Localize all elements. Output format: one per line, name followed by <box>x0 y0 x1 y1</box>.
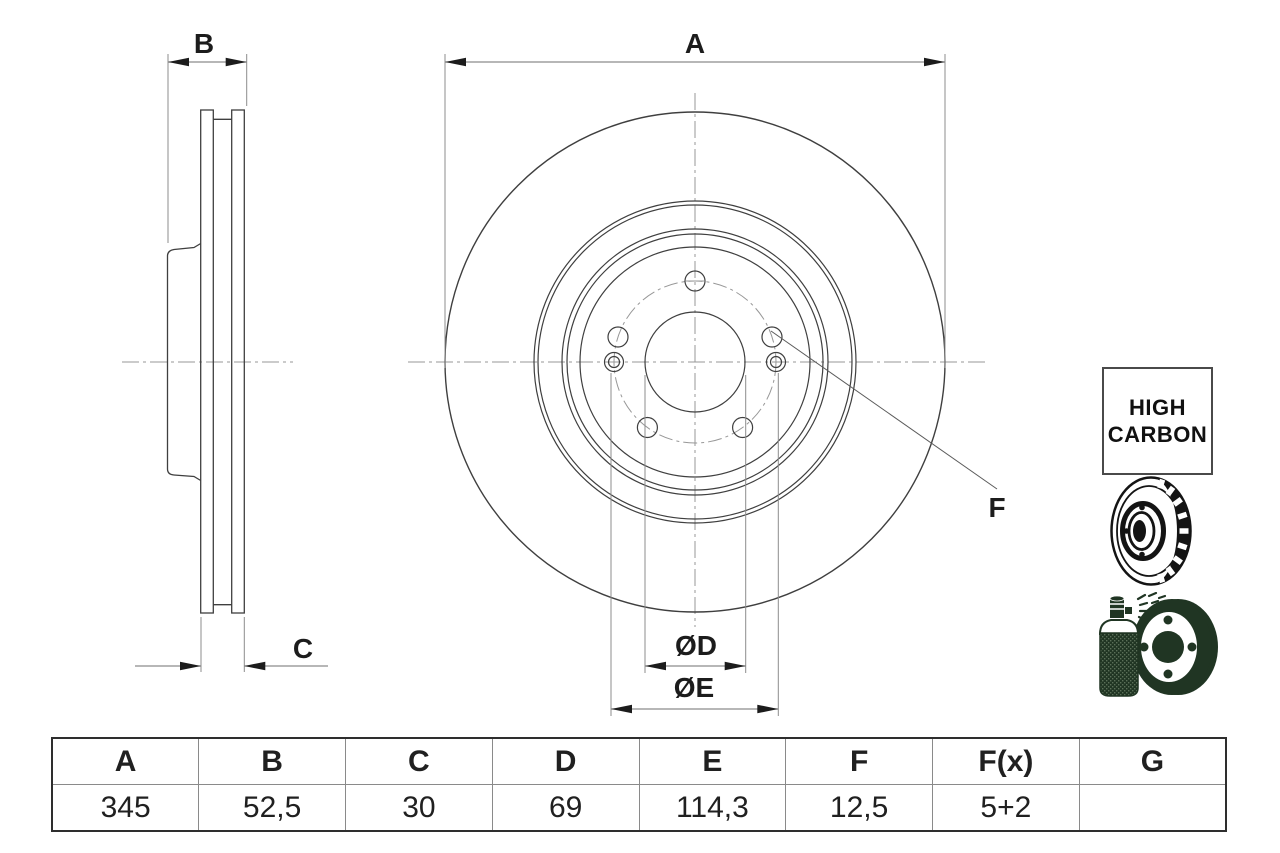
table-value-cell: 345 <box>51 784 200 832</box>
dimension-f-label: F <box>988 492 1005 523</box>
can-nozzle <box>1125 607 1132 614</box>
arrowhead-left <box>611 704 632 714</box>
screw-hole-right-outer <box>765 351 787 373</box>
hub-bolt-holes <box>1123 504 1145 558</box>
centerlines <box>122 93 985 627</box>
technical-drawing: A B C ØD <box>122 28 1006 716</box>
screw-hole-left-outer <box>603 351 625 373</box>
badge-line1: HIGH <box>1129 395 1186 420</box>
bolt-hole-top <box>684 270 706 292</box>
table-header-cell: F(x) <box>932 737 1080 785</box>
table-header-cell: A <box>51 737 200 785</box>
table-value-cell: 5+2 <box>932 784 1080 832</box>
high-carbon-badge: HIGH CARBON <box>1102 367 1213 475</box>
table-header-cell: C <box>345 737 493 785</box>
table-value-row: 345 52,5 30 69 114,3 12,5 5+2 <box>51 784 1227 832</box>
table-header-cell: G <box>1078 737 1227 785</box>
screw-hole-right-inner <box>769 355 783 369</box>
dimension-c: C <box>135 617 328 672</box>
vent-slots <box>1157 478 1189 584</box>
badge-line2: CARBON <box>1107 422 1208 447</box>
dimension-c-label: C <box>293 633 313 664</box>
bolt-hole-lower-right <box>731 416 754 439</box>
dimension-a: A <box>444 28 946 368</box>
friction-plate-outboard <box>200 109 214 614</box>
dimension-spec-table: A B C D E F F(x) G 345 52,5 30 69 114,3 … <box>51 737 1227 832</box>
arrowhead-left <box>645 661 666 671</box>
table-header-row: A B C D E F F(x) G <box>51 737 1227 785</box>
coated-disc <box>1132 599 1218 695</box>
dimension-e: ØE <box>610 373 779 716</box>
hat-section-outline <box>166 242 202 482</box>
screw-hole-left-inner <box>607 355 621 369</box>
spray-can <box>1098 595 1140 697</box>
arrowhead-right <box>225 57 247 67</box>
arrowhead-right <box>757 704 779 714</box>
dimension-d-label: ØD <box>675 630 717 661</box>
dimension-e-label: ØE <box>674 672 714 703</box>
protective-coating-spray-icon <box>1098 592 1218 697</box>
can-body <box>1099 632 1139 697</box>
table-value-cell <box>1078 784 1227 832</box>
table-header-cell: F <box>785 737 933 785</box>
friction-plate-inboard <box>231 109 245 614</box>
hat-step-circle-2 <box>566 233 824 491</box>
ventilated-brake-disc-icon <box>1110 476 1192 586</box>
center-bore-circle <box>644 311 746 413</box>
dimension-b: B <box>167 28 248 243</box>
center-bore <box>1133 520 1146 542</box>
arrowhead-right <box>244 661 266 671</box>
table-header-cell: B <box>198 737 346 785</box>
hat-step-circle-1 <box>561 228 829 496</box>
dimension-a-label: A <box>685 28 705 59</box>
disc-bolt-holes <box>1139 615 1197 679</box>
bolt-hole-upper-right <box>761 326 783 348</box>
table-value-cell: 52,5 <box>198 784 346 832</box>
table-value-cell: 12,5 <box>785 784 933 832</box>
vented-rim-band <box>1151 477 1191 585</box>
table-header-cell: D <box>491 737 640 785</box>
bolt-hole-lower-left <box>636 416 659 439</box>
leader-line <box>770 330 998 490</box>
dimension-d: ØD <box>644 375 747 673</box>
spray-particles <box>1136 592 1167 622</box>
friction-band-inner-circle-2 <box>537 204 853 520</box>
arrowhead-left <box>445 57 466 67</box>
dimension-b-label: B <box>194 28 214 59</box>
can-shoulder <box>1098 619 1140 635</box>
arrowhead-right <box>924 57 945 67</box>
arrowhead-left <box>168 57 189 67</box>
can-cap <box>1110 598 1124 618</box>
disc-hub <box>1152 631 1184 663</box>
table-value-cell: 114,3 <box>638 784 787 832</box>
arrowhead-right <box>724 661 746 671</box>
hat-face-circle <box>579 246 811 478</box>
table-value-cell: 69 <box>491 784 640 832</box>
table-header-cell: E <box>638 737 787 785</box>
table-value-cell: 30 <box>345 784 493 832</box>
dimension-f: F <box>770 330 1006 523</box>
bolt-hole-upper-left <box>607 326 629 348</box>
arrowhead-left <box>180 661 201 671</box>
friction-band-inner-circle-1 <box>533 200 857 524</box>
side-view <box>166 109 245 614</box>
